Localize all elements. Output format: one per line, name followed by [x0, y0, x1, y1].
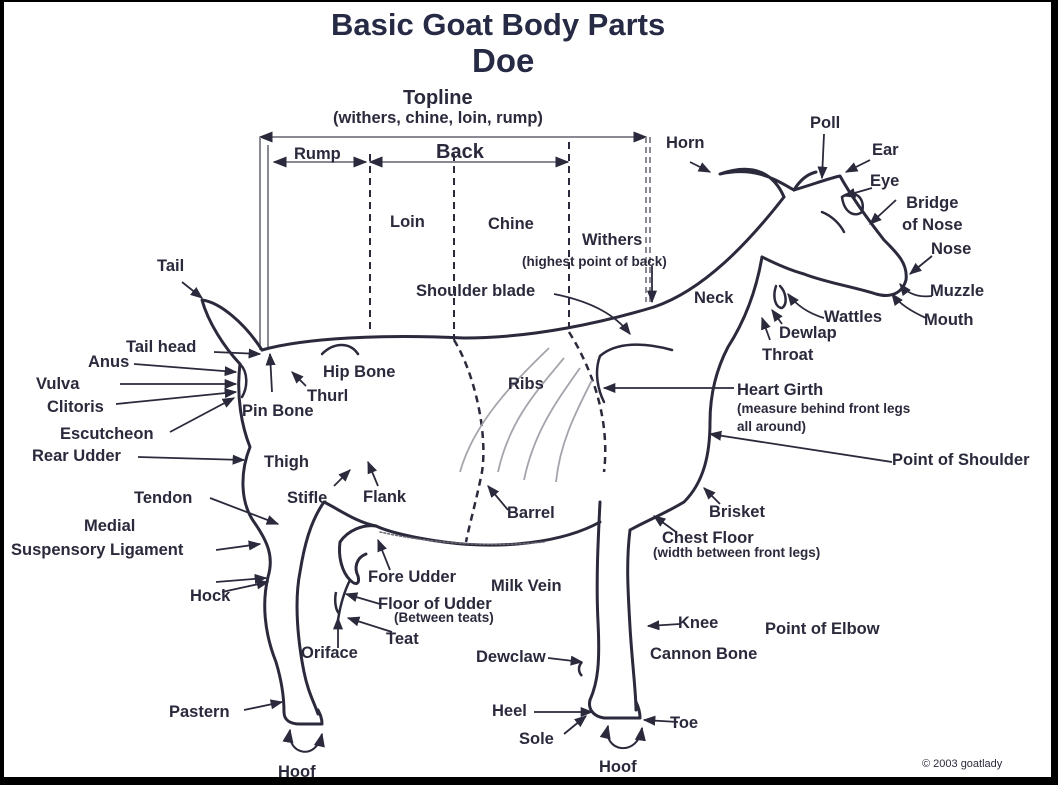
hip-bone-label: Hip Bone: [323, 364, 395, 381]
throat-label: Throat: [762, 347, 813, 364]
withers-label: Withers: [582, 232, 642, 249]
floor-of-udder-note: (Between teats): [394, 611, 494, 625]
point-of-elbow-label: Point of Elbow: [765, 621, 880, 638]
vulva-label: Vulva: [36, 376, 79, 393]
goat-outline: [202, 169, 906, 724]
topline-detail: (withers, chine, loin, rump): [333, 110, 543, 127]
diagram-title: Basic Goat Body Parts: [331, 9, 665, 40]
oriface-label: Oriface: [301, 645, 358, 662]
point-of-shoulder-label: Point of Shoulder: [892, 452, 1030, 469]
heart-girth-label: Heart Girth: [737, 382, 823, 399]
copyright-text: © 2003 goatlady: [922, 759, 1002, 770]
rear-udder-label: Rear Udder: [32, 448, 121, 465]
muzzle-label: Muzzle: [930, 283, 984, 300]
sole-label: Sole: [519, 731, 554, 748]
front-hoof-label: Hoof: [599, 759, 637, 776]
brisket-label: Brisket: [709, 504, 765, 521]
medial-label: Medial: [84, 518, 135, 535]
tail-label: Tail: [157, 258, 184, 275]
topline-label: Topline: [403, 88, 473, 108]
ear-label: Ear: [872, 142, 899, 159]
teat-label: Teat: [386, 631, 419, 648]
nose-label: Nose: [931, 241, 971, 258]
shoulder-blade-label: Shoulder blade: [416, 283, 535, 300]
neck-label: Neck: [694, 290, 733, 307]
rump-label: Rump: [294, 146, 341, 163]
fore-udder-label: Fore Udder: [368, 569, 456, 586]
poll-label: Poll: [810, 115, 840, 132]
goat-belly-shape: [376, 522, 600, 545]
diagram-subtitle: Doe: [472, 44, 534, 77]
escutcheon-label: Escutcheon: [60, 426, 154, 443]
clitoris-label: Clitoris: [47, 399, 104, 416]
tendon-label: Tendon: [134, 490, 192, 507]
suspensory-ligament-label: Suspensory Ligament: [11, 542, 183, 559]
thigh-label: Thigh: [264, 454, 309, 471]
chest-floor-note: (width between front legs): [653, 546, 820, 560]
eye-label: Eye: [870, 173, 899, 190]
dewclaw-label: Dewclaw: [476, 649, 546, 666]
heel-label: Heel: [492, 703, 527, 720]
diagram-board: Basic Goat Body Parts Doe Topline (withe…: [4, 2, 1051, 777]
barrel-label: Barrel: [507, 505, 555, 522]
cannon-bone-label: Cannon Bone: [650, 646, 757, 663]
stifle-label: Stifle: [287, 490, 327, 507]
goat-horn-shape: [720, 169, 794, 197]
dewlap-label: Dewlap: [779, 325, 837, 342]
rib-lines: [460, 348, 592, 482]
goat-front-leg-shape: [628, 530, 636, 710]
milk-vein-label: Milk Vein: [491, 578, 562, 595]
tail-head-label: Tail head: [126, 339, 196, 356]
bridge-of-nose-label: Bridge of Nose: [902, 192, 963, 237]
goat-front-hoof-shape: [590, 700, 640, 718]
toe-label: Toe: [670, 715, 698, 732]
withers-note: (highest point of back): [522, 255, 667, 269]
pin-bone-label: Pin Bone: [242, 403, 314, 420]
ribs-label: Ribs: [508, 376, 544, 393]
hoof-arrows: [290, 726, 642, 752]
loin-label: Loin: [390, 214, 425, 231]
anus-label: Anus: [88, 354, 129, 371]
pastern-label: Pastern: [169, 704, 230, 721]
back-label: Back: [436, 142, 484, 162]
horn-label: Horn: [666, 135, 705, 152]
knee-label: Knee: [678, 615, 718, 632]
chine-label: Chine: [488, 216, 534, 233]
mouth-label: Mouth: [924, 312, 973, 329]
heart-girth-note: (measure behind front legs all around): [737, 400, 910, 435]
flank-label: Flank: [363, 489, 406, 506]
rear-hoof-label: Hoof: [278, 764, 316, 777]
hock-label: Hock: [190, 588, 230, 605]
